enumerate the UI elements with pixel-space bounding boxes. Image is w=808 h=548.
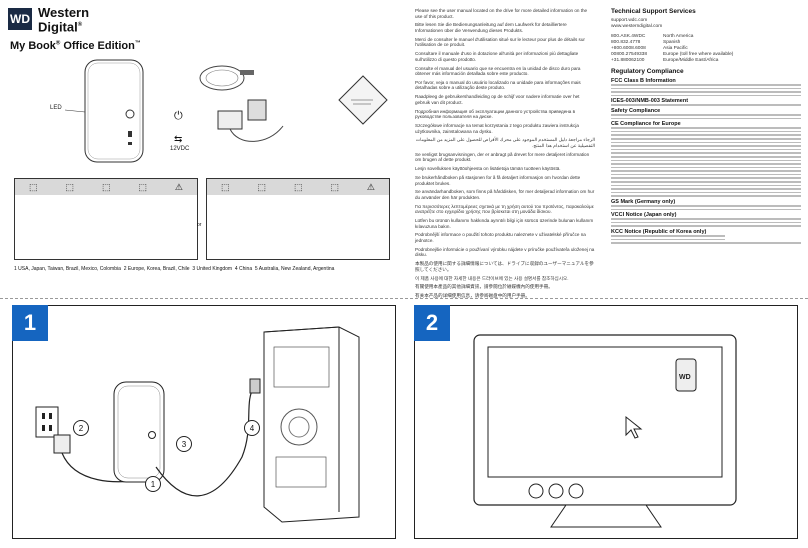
- page-divider: [0, 298, 808, 299]
- led-label: LED: [50, 105, 62, 111]
- plug-type-1-icon: ⬚: [220, 181, 230, 192]
- step-1-panel: [12, 305, 396, 539]
- monitor-illustration: WD: [473, 334, 737, 528]
- step-2-badge: 2: [414, 305, 450, 341]
- regulatory-body: FCC Class B Information ICES-003/NMB-003…: [611, 78, 801, 246]
- callout-1: 1: [145, 476, 161, 492]
- step-1-illustration: [35, 326, 360, 523]
- plug-type-4-icon: ⬚: [138, 181, 147, 192]
- support-title: Technical Support Services: [611, 8, 696, 15]
- callout-4: 4: [244, 420, 260, 436]
- plug-type-3-icon: ⬚: [293, 181, 303, 192]
- accessories-illustration: [199, 65, 284, 142]
- or-label: or: [197, 222, 202, 228]
- svg-text:WD: WD: [679, 374, 691, 381]
- plug-strip-right: ⬚ ⬚ ⬚ ⬚ ⚠: [206, 178, 390, 260]
- usb-icon: ⇆: [174, 134, 183, 145]
- power-label: 12VDC: [170, 146, 190, 152]
- cd-booklet-illustration: [338, 75, 388, 125]
- callout-2: 2: [73, 420, 89, 436]
- plug-strip-left: ⬚ ⬚ ⬚ ⬚ ⚠: [14, 178, 198, 260]
- brand-name: Western Digital®: [38, 5, 90, 35]
- step-2-panel: [414, 305, 798, 539]
- drive-illustration: [64, 59, 144, 163]
- callout-3: 3: [176, 436, 192, 452]
- power-button-icon: ⏻: [174, 110, 183, 122]
- plug-type-2-icon: ⬚: [65, 181, 74, 192]
- warning-icon: ⚠: [366, 181, 375, 192]
- warning-icon: ⚠: [174, 181, 183, 192]
- wd-logo: WD: [8, 8, 32, 30]
- product-title: My Book® Office Edition™: [10, 40, 141, 52]
- step-1-badge: 1: [12, 305, 48, 341]
- plug-type-4-icon: ⬚: [330, 181, 339, 192]
- region-legend: 1 USA, Japan, Taiwan, Brazil, Mexico, Co…: [14, 266, 335, 272]
- plug-type-3-icon: ⬚: [101, 181, 111, 192]
- multilingual-notice: Please see the user manual located on th…: [415, 8, 595, 299]
- regulatory-title: Regulatory Compliance: [611, 68, 684, 75]
- plug-type-2-icon: ⬚: [257, 181, 266, 192]
- plug-type-1-icon: ⬚: [28, 181, 38, 192]
